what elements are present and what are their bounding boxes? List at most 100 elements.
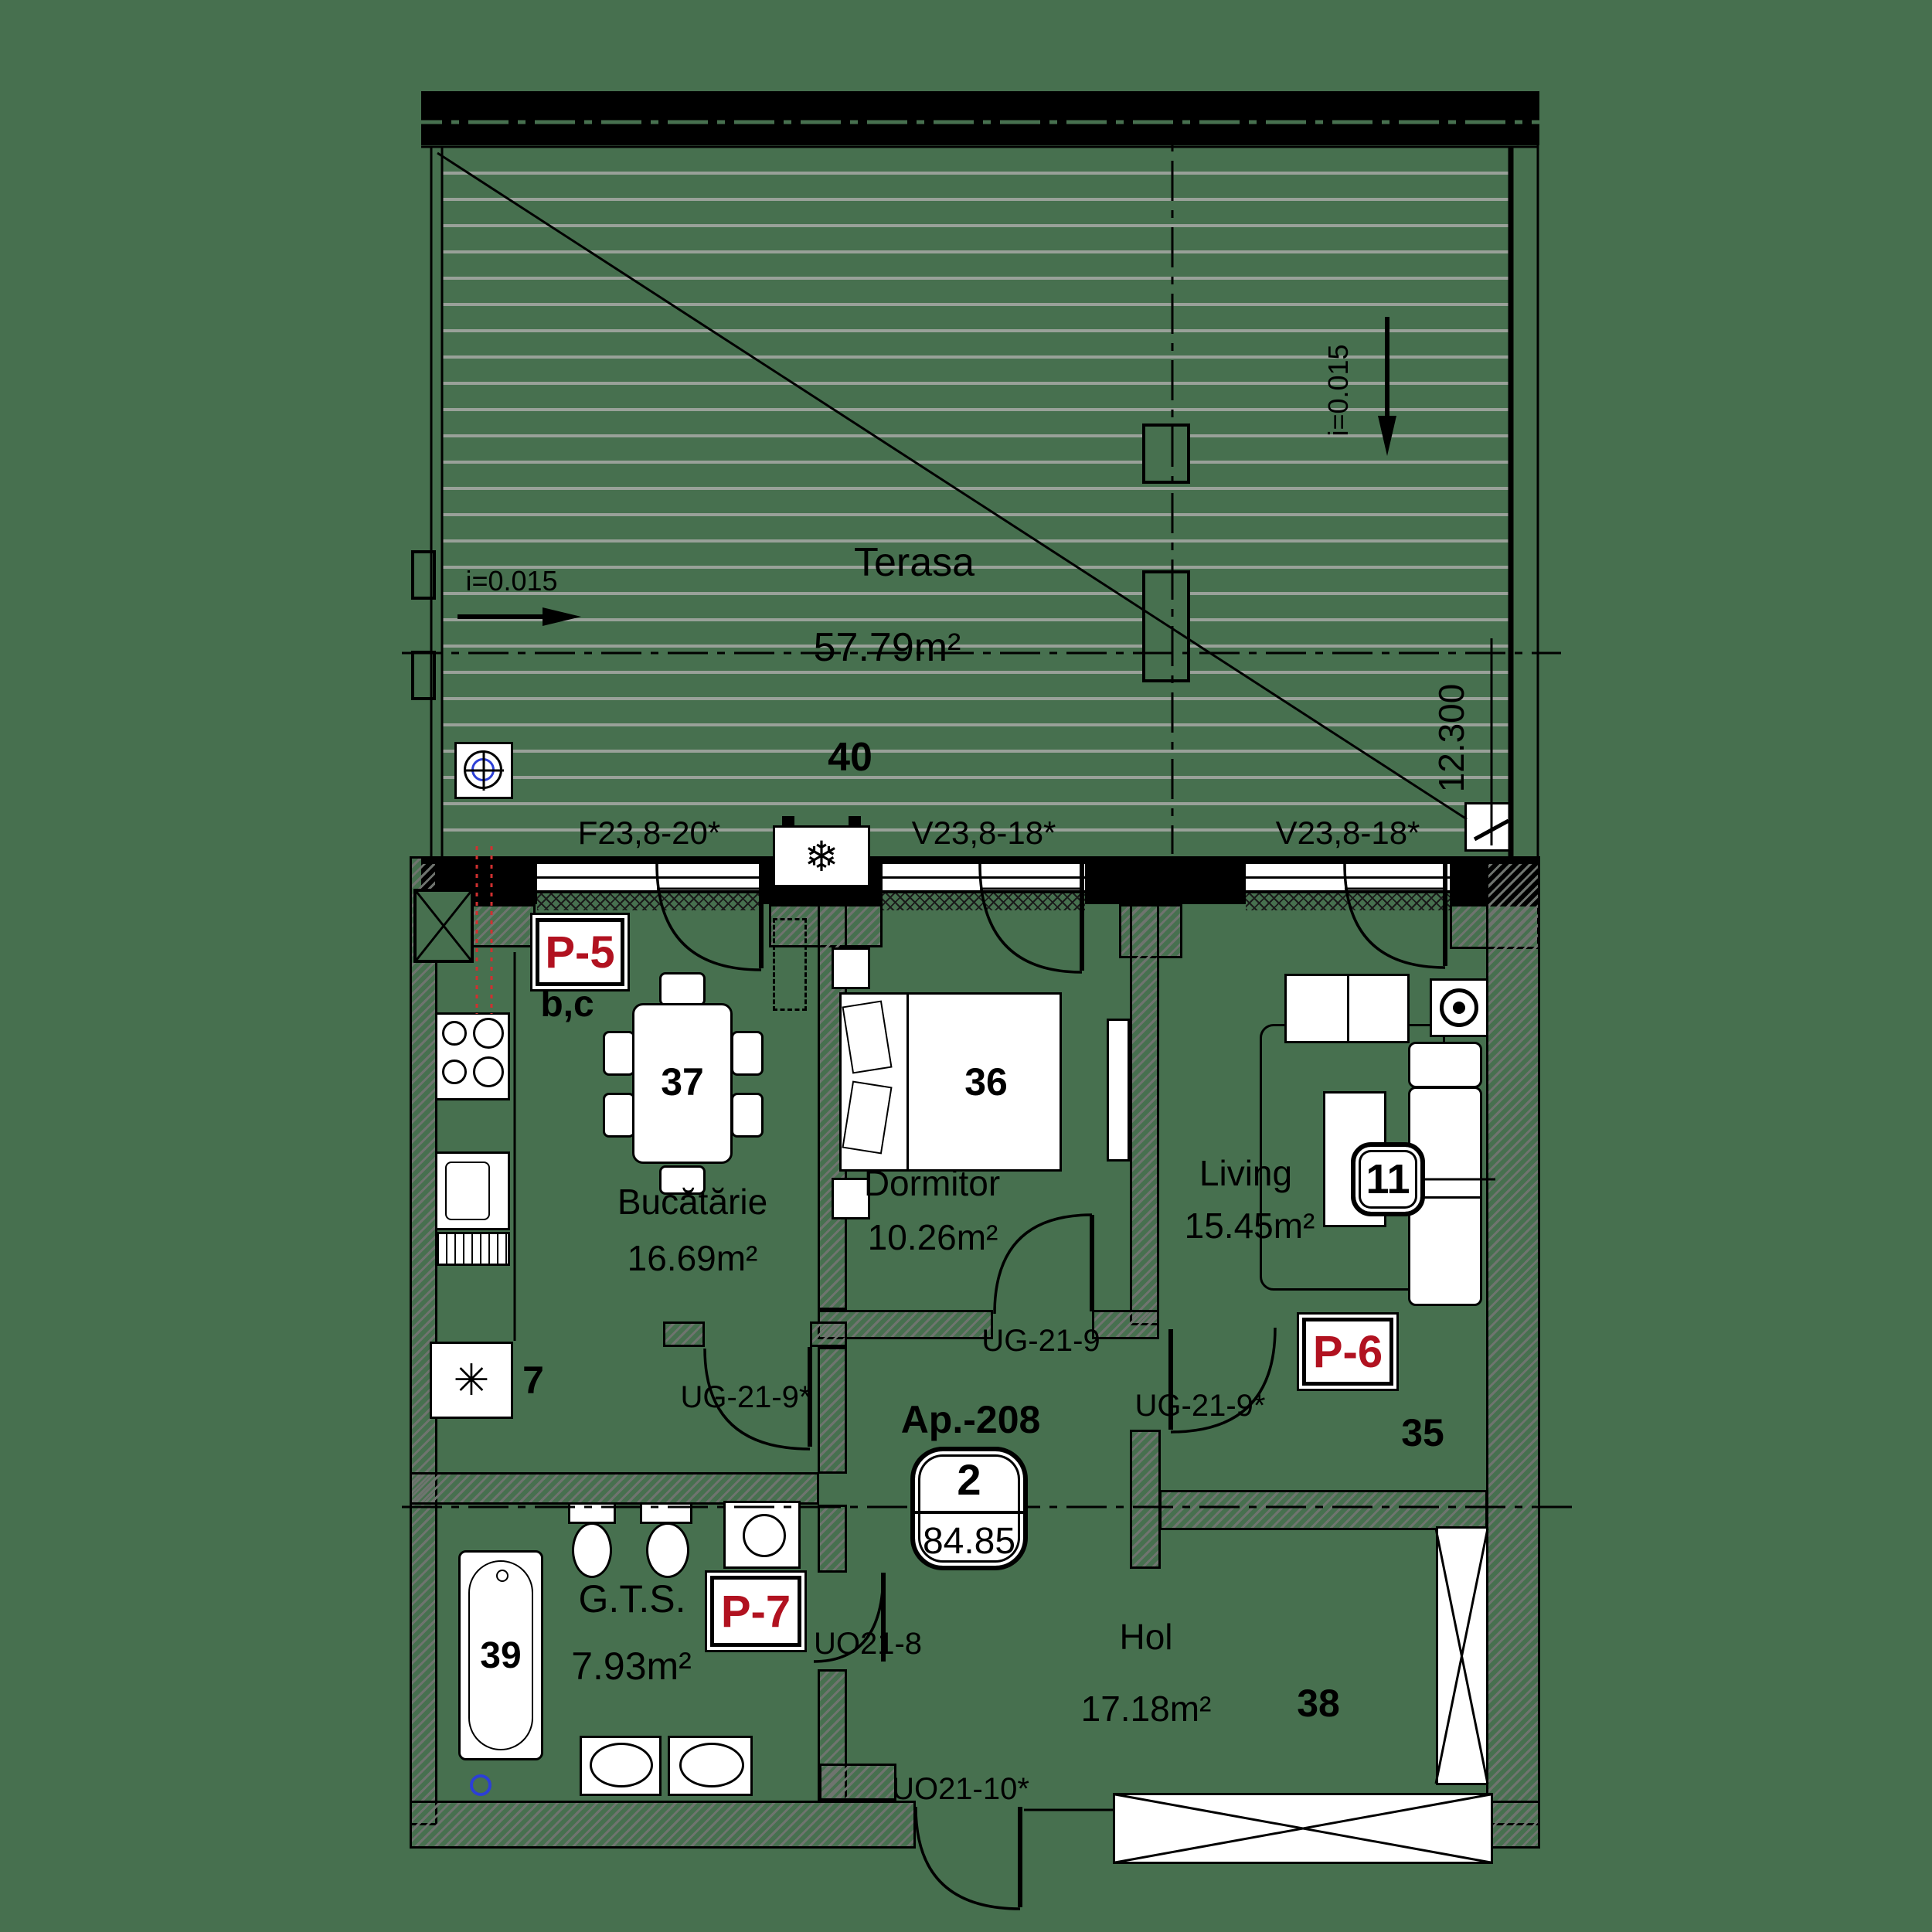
terrace-column	[1142, 570, 1190, 682]
bathroom-sink	[668, 1736, 753, 1796]
hall-corner-number: 38	[1297, 1682, 1340, 1725]
kitchen-hall-wall	[810, 1321, 847, 1347]
hall-area: 17.18m²	[1080, 1689, 1212, 1729]
entrance-door-label: UO21-10*	[892, 1772, 1029, 1806]
bedroom-name: Dormitor	[863, 1163, 1001, 1203]
ac-foot	[849, 816, 861, 825]
apartment-room-count: 2	[957, 1455, 981, 1504]
bottom-wall-left	[410, 1801, 916, 1849]
ac-foot	[782, 816, 794, 825]
bathroom-panel-box: P-7	[710, 1576, 801, 1647]
living-corner-number: 35	[1401, 1411, 1444, 1454]
recuperator-unit	[1430, 978, 1488, 1037]
terrace-column	[1142, 423, 1190, 484]
bedroom-area: 10.26m²	[867, 1217, 998, 1257]
window-label-left: F23,8-20*	[577, 815, 721, 851]
toilet-bowl	[646, 1522, 689, 1578]
sink-basin	[590, 1743, 653, 1787]
bathroom-area: 7.93m²	[571, 1645, 692, 1688]
kitchen-panel-box: P-5	[536, 918, 624, 986]
apartment-unit-label: Ap.-208	[900, 1398, 1041, 1441]
living-panel-label: P-6	[1312, 1326, 1383, 1377]
terrace-parapet-wall	[421, 91, 1539, 145]
sofa-badge-number: 11	[1366, 1156, 1410, 1202]
height-dimension: 12.300	[1431, 683, 1471, 793]
living-panel-box: P-6	[1302, 1318, 1393, 1386]
kitchen-hall-wall-stub	[663, 1321, 705, 1347]
chair	[731, 1031, 764, 1076]
top-wall-face	[421, 856, 1540, 864]
kitchen-right-lower-wall	[818, 1347, 847, 1474]
living-name: Living	[1199, 1153, 1293, 1193]
floor-drain	[470, 1774, 492, 1796]
living-bottom-wall	[1159, 1490, 1488, 1530]
window-sill	[537, 893, 762, 910]
nightstand	[832, 947, 870, 989]
living-wall-lower-block	[1130, 1430, 1161, 1569]
kitchen-sink	[435, 1151, 510, 1230]
burner	[473, 1018, 504, 1049]
bathtub-drain	[496, 1570, 509, 1582]
bedroom-wardrobe	[1107, 1019, 1130, 1162]
bathtub-inner	[468, 1560, 533, 1750]
kitchen-panel-label: P-5	[545, 927, 615, 978]
kitchen-door-label: UG-21-9*	[680, 1380, 811, 1414]
slope-label-right: i=0.015	[1322, 344, 1354, 437]
snowflake-icon: ❄	[804, 832, 839, 881]
ac-unit: ❄	[773, 825, 870, 887]
sofa-number-badge: 11	[1351, 1142, 1425, 1216]
sink-basin	[445, 1162, 490, 1220]
kitchen-radiator	[773, 918, 807, 1011]
burner	[442, 1060, 467, 1084]
apartment-badge: 2 84.85	[910, 1447, 1028, 1570]
washing-machine	[723, 1501, 801, 1569]
chair	[659, 1165, 706, 1195]
window-label-middle: V23,8-18*	[911, 815, 1056, 851]
terrace-area: 57.79m²	[813, 625, 961, 670]
nightstand	[832, 1178, 870, 1219]
sofa-cushion-line	[1410, 1196, 1480, 1199]
hall-name: Hol	[1119, 1617, 1173, 1657]
toilet-bowl	[572, 1522, 612, 1578]
bed-headboard-line	[906, 995, 909, 1169]
entry-step-wall	[819, 1764, 896, 1801]
living-area: 15.45m²	[1184, 1206, 1315, 1246]
sink-basin	[679, 1743, 744, 1787]
bathroom-name: G.T.S.	[578, 1577, 686, 1621]
kitchen-table-number: 37	[661, 1060, 704, 1104]
bedroom-living-wall	[1130, 904, 1159, 1325]
east-wall	[1486, 856, 1540, 1825]
kitchen-corner-unit: ✳	[430, 1342, 513, 1419]
bathtub	[458, 1550, 543, 1760]
terrace-name: Terasa	[853, 540, 975, 585]
wall-pier	[1085, 856, 1246, 904]
apartment-total-area: 84.85	[922, 1521, 1016, 1562]
slope-label-left: i=0.015	[465, 565, 558, 597]
kitchen-name: Bucătărie	[617, 1182, 768, 1222]
light-asterisk-icon: ✳	[453, 1355, 490, 1406]
badge-divider	[915, 1511, 1023, 1514]
sofa-cushion-line	[1347, 976, 1349, 1041]
sofa-back	[1284, 974, 1410, 1043]
bathroom-sink	[580, 1736, 662, 1796]
recuperator-fan-icon	[1440, 988, 1478, 1027]
kitchen-corner-number: 7	[522, 1359, 544, 1402]
burner	[442, 1021, 467, 1046]
dining-table	[632, 1003, 733, 1164]
living-door-label: UG-21-9*	[1134, 1389, 1266, 1423]
drain-board	[435, 1232, 510, 1266]
burner	[473, 1056, 504, 1087]
kitchen-panel-note: b,c	[540, 984, 594, 1025]
stove	[435, 1012, 510, 1100]
washer-drum-icon	[743, 1514, 786, 1557]
bathroom-right-wall-upper	[818, 1505, 847, 1573]
recuperator-hub-icon	[1453, 1002, 1465, 1014]
bathroom-panel-label: P-7	[720, 1586, 791, 1637]
bathroom-door-label: UO21-8	[813, 1627, 923, 1661]
window-label-right: V23,8-18*	[1275, 815, 1420, 851]
west-wall	[410, 856, 437, 1825]
bedroom-bed-number: 36	[964, 1060, 1008, 1104]
kitchen-area: 16.69m²	[627, 1238, 758, 1278]
terrace-scupper-box	[1464, 802, 1511, 852]
